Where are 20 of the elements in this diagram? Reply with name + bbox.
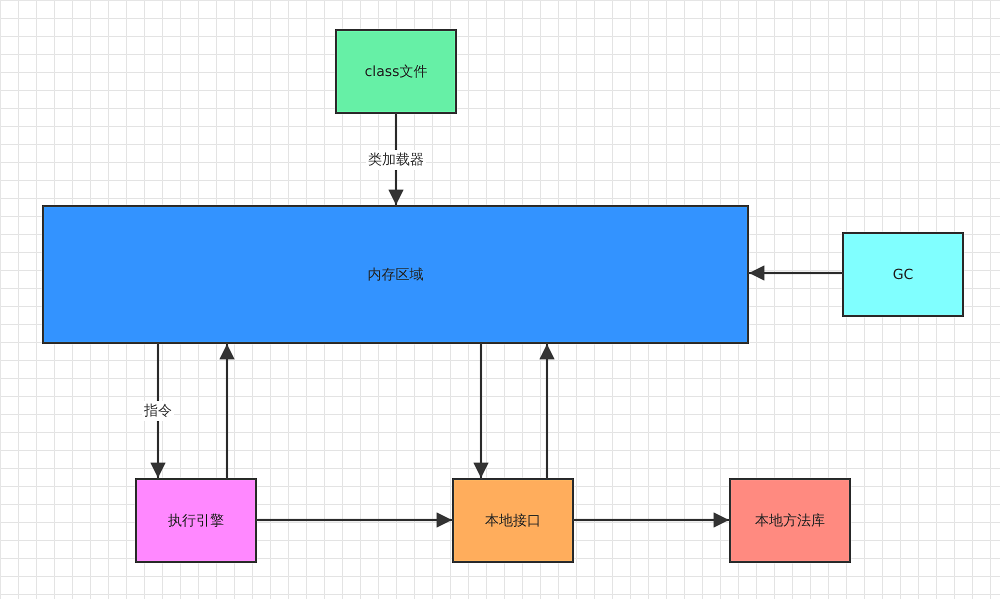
edge-label: 类加载器	[366, 150, 426, 170]
arrow	[257, 512, 452, 528]
arrow	[219, 344, 235, 478]
node-label: GC	[892, 266, 914, 282]
arrow	[574, 512, 729, 528]
node-label: 本地方法库	[755, 512, 825, 530]
process-box	[729, 478, 851, 563]
node-label: 执行引擎	[168, 512, 224, 530]
process-box	[135, 478, 257, 563]
process-box	[452, 478, 574, 563]
arrow	[539, 344, 555, 478]
edge-label: 指令	[142, 401, 174, 421]
arrow	[749, 265, 842, 281]
node-label: class文件	[364, 62, 428, 80]
node-label: 内存区域	[368, 266, 424, 284]
process-box	[842, 232, 964, 317]
node-label: 本地接口	[485, 512, 541, 530]
process-box	[335, 29, 457, 114]
arrow	[473, 344, 489, 478]
memory-area-box	[42, 205, 749, 344]
